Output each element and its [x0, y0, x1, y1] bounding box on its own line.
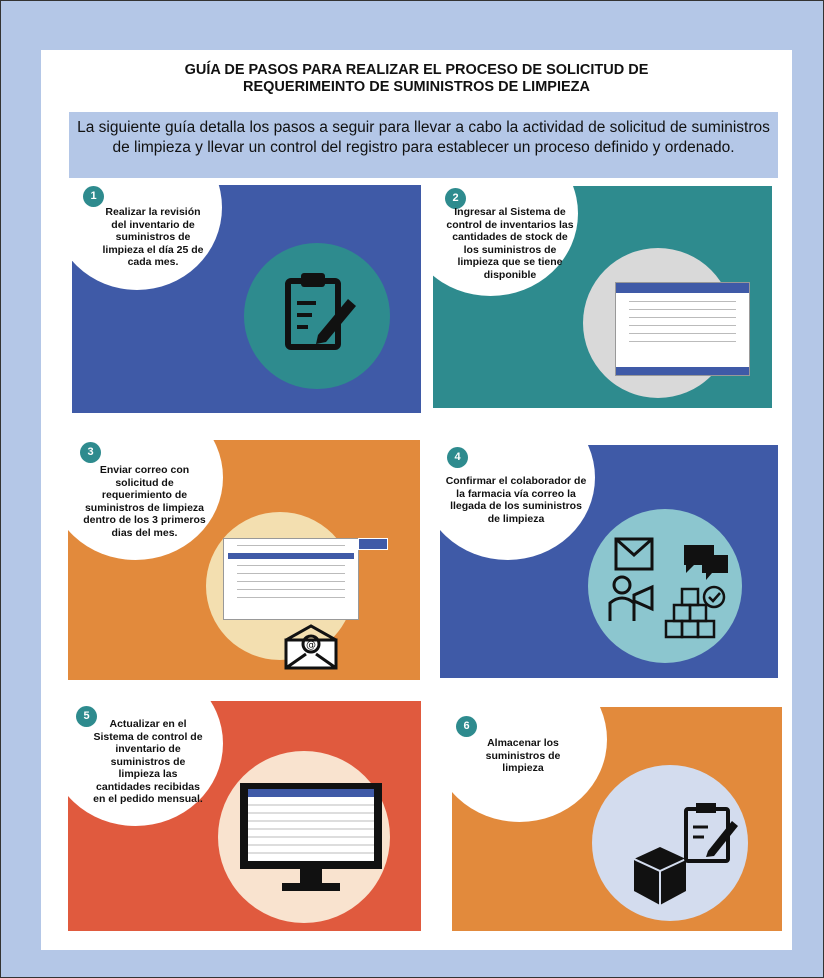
step-1-text: Realizar la revisión del inventario de s… — [102, 206, 204, 268]
step-1-icon-circle — [244, 243, 390, 389]
step-5-text: Actualizar en el Sistema de control de i… — [93, 718, 203, 805]
step-2-text: Ingresar al Sistema de control de invent… — [446, 206, 574, 281]
intro-box: La siguiente guía detalla los pasos a se… — [69, 112, 778, 178]
clipboard-pen-icon — [285, 273, 356, 350]
email-button-graphic — [358, 538, 388, 550]
svg-text:@: @ — [306, 640, 316, 651]
step-6-icon-circle — [592, 765, 748, 921]
step-6-panel — [452, 707, 782, 931]
step-4-icon-circle — [588, 509, 742, 663]
step-2-number: 2 — [445, 188, 466, 209]
step-6-number: 6 — [456, 716, 477, 737]
inventory-form-screenshot — [615, 282, 750, 376]
step-4-text: Confirmar el colaborador de la farmacia … — [445, 475, 587, 525]
step-3-number: 3 — [80, 442, 101, 463]
box-clipboard-icon — [633, 803, 738, 905]
step-4-number: 4 — [447, 447, 468, 468]
step-1-panel — [72, 185, 421, 413]
title-line-1: GUÍA DE PASOS PARA REALIZAR EL PROCESO D… — [184, 62, 649, 78]
step-2-panel — [433, 186, 772, 408]
step-1-number: 1 — [83, 186, 104, 207]
email-request-screenshot — [223, 538, 359, 620]
step-5-panel — [68, 701, 421, 931]
step-5-number: 5 — [76, 706, 97, 727]
step-6-text: Almacenar los suministros de limpieza — [485, 737, 561, 774]
communication-delivery-icon — [608, 537, 728, 639]
step-3-text: Enviar correo con solicitud de requerimi… — [83, 464, 206, 539]
monitor-table-icon — [240, 783, 382, 891]
step-3-panel: @ — [68, 440, 420, 680]
title-line-2: REQUERIMEINTO DE SUMINISTROS DE LIMPIEZA — [243, 79, 590, 95]
email-envelope-icon: @ — [284, 624, 338, 670]
step-4-panel — [440, 445, 778, 678]
page-title: GUÍA DE PASOS PARA REALIZAR EL PROCESO D… — [41, 62, 792, 96]
